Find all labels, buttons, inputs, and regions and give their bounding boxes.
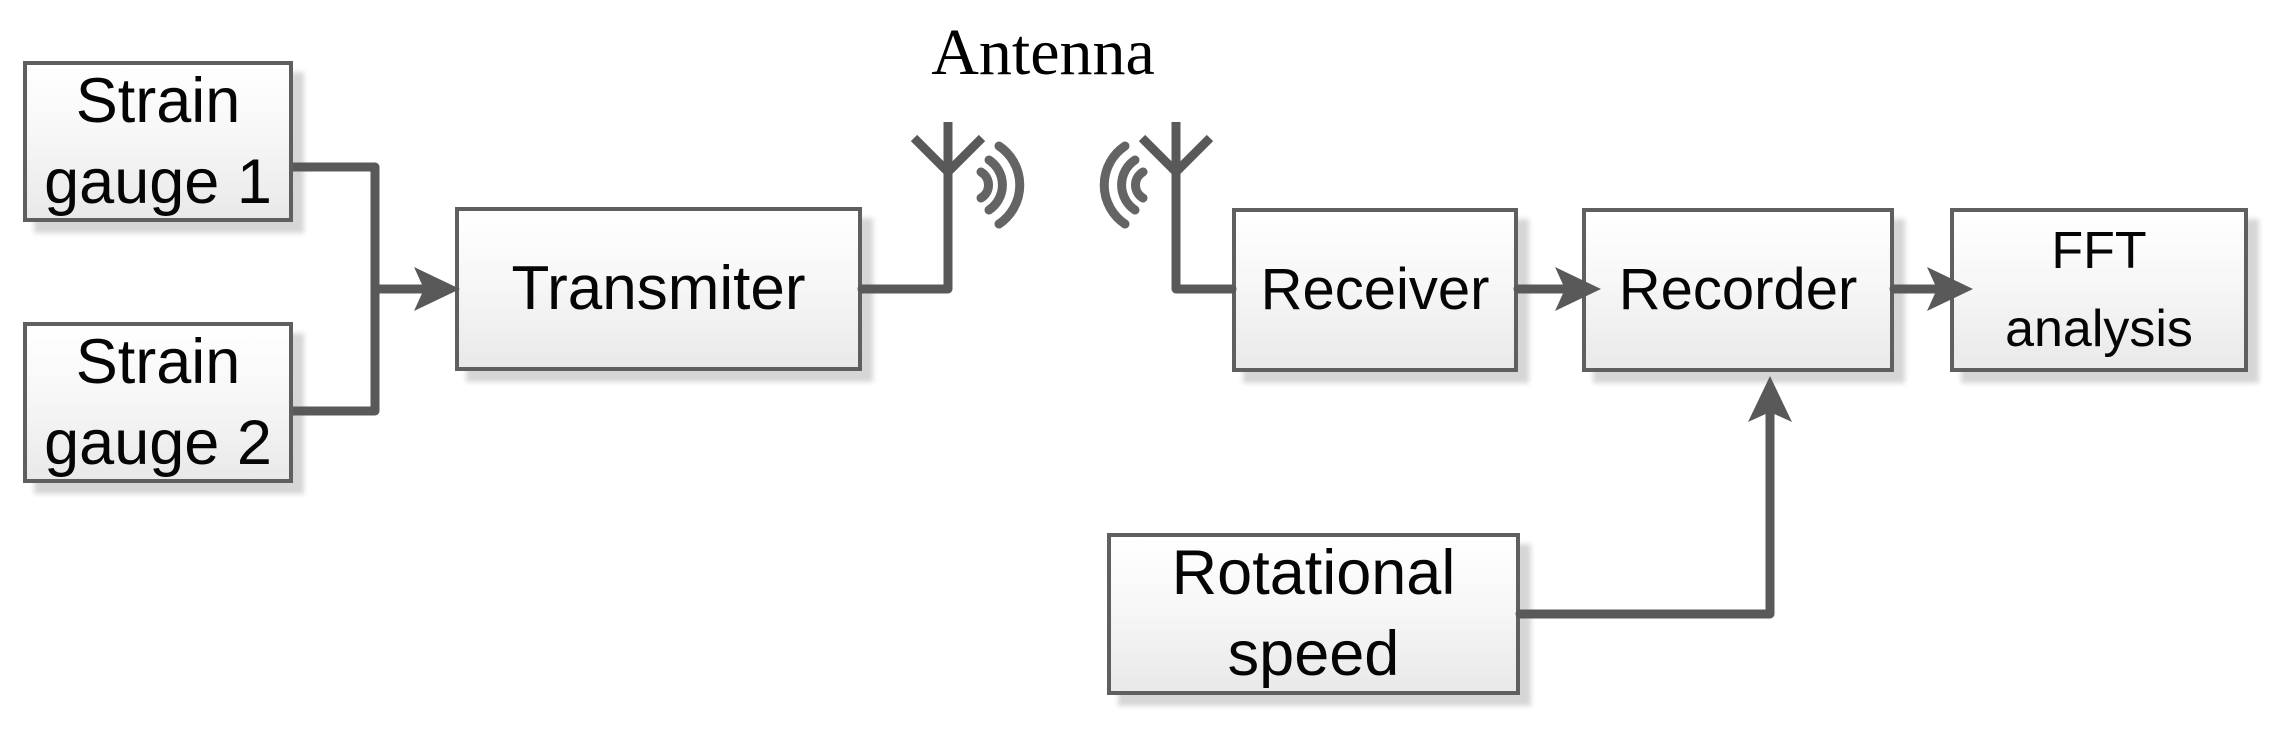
receive-antenna-icon — [1138, 122, 1214, 289]
arrowhead-into-transmitter — [414, 267, 460, 311]
receive-waves-icon — [1099, 141, 1148, 229]
transmit-waves-icon — [976, 141, 1025, 229]
node-label-line: analysis — [2005, 300, 2193, 358]
antenna-arms — [910, 134, 986, 177]
wave-arc — [984, 155, 1007, 215]
node-label-line: Strain — [75, 326, 241, 397]
transmit-antenna-icon — [910, 122, 986, 289]
node-label-line: Rotational — [1171, 538, 1456, 609]
connector-strain-gauges-junction — [293, 162, 380, 416]
wave-arc — [976, 167, 993, 203]
node-label-line: speed — [1227, 619, 1400, 689]
node-rotational-speed: Rotational speed — [1107, 533, 1520, 695]
connector-rotational-speed-to-recorder — [1515, 405, 1775, 619]
node-label-line: Strain — [75, 65, 241, 136]
node-strain-gauge-1: Strain gauge 1 — [23, 61, 293, 222]
node-fft-analysis: FFT analysis — [1950, 208, 2248, 372]
node-recorder: Recorder — [1582, 208, 1894, 372]
node-label-line: Transmiter — [511, 254, 806, 324]
node-strain-gauge-2-label: Strain gauge 2 — [44, 322, 272, 483]
node-label-line: FFT — [2051, 222, 2147, 280]
node-transmitter-label: Transmiter — [512, 249, 806, 328]
antenna-label: Antenna — [931, 16, 1155, 89]
node-receiver-label: Receiver — [1261, 253, 1490, 327]
node-transmitter: Transmiter — [455, 207, 862, 371]
node-recorder-label: Recorder — [1619, 253, 1858, 327]
antenna-arms — [1138, 134, 1214, 177]
node-label-line: gauge 2 — [44, 407, 272, 478]
node-fft-analysis-label: FFT analysis — [2005, 212, 2193, 368]
node-rotational-speed-label: Rotational speed — [1172, 533, 1456, 694]
node-strain-gauge-2: Strain gauge 2 — [23, 322, 293, 483]
node-label-line: gauge 1 — [44, 146, 272, 217]
node-receiver: Receiver — [1232, 208, 1518, 372]
wave-arc — [994, 141, 1025, 229]
wave-arc — [1099, 141, 1130, 229]
wave-arc — [1131, 167, 1148, 203]
wave-arc — [1117, 155, 1140, 215]
node-label-line: Receiver — [1260, 256, 1490, 322]
arrowhead-up-into-recorder — [1748, 376, 1792, 422]
node-label-line: Recorder — [1618, 256, 1858, 322]
node-strain-gauge-1-label: Strain gauge 1 — [44, 61, 272, 222]
